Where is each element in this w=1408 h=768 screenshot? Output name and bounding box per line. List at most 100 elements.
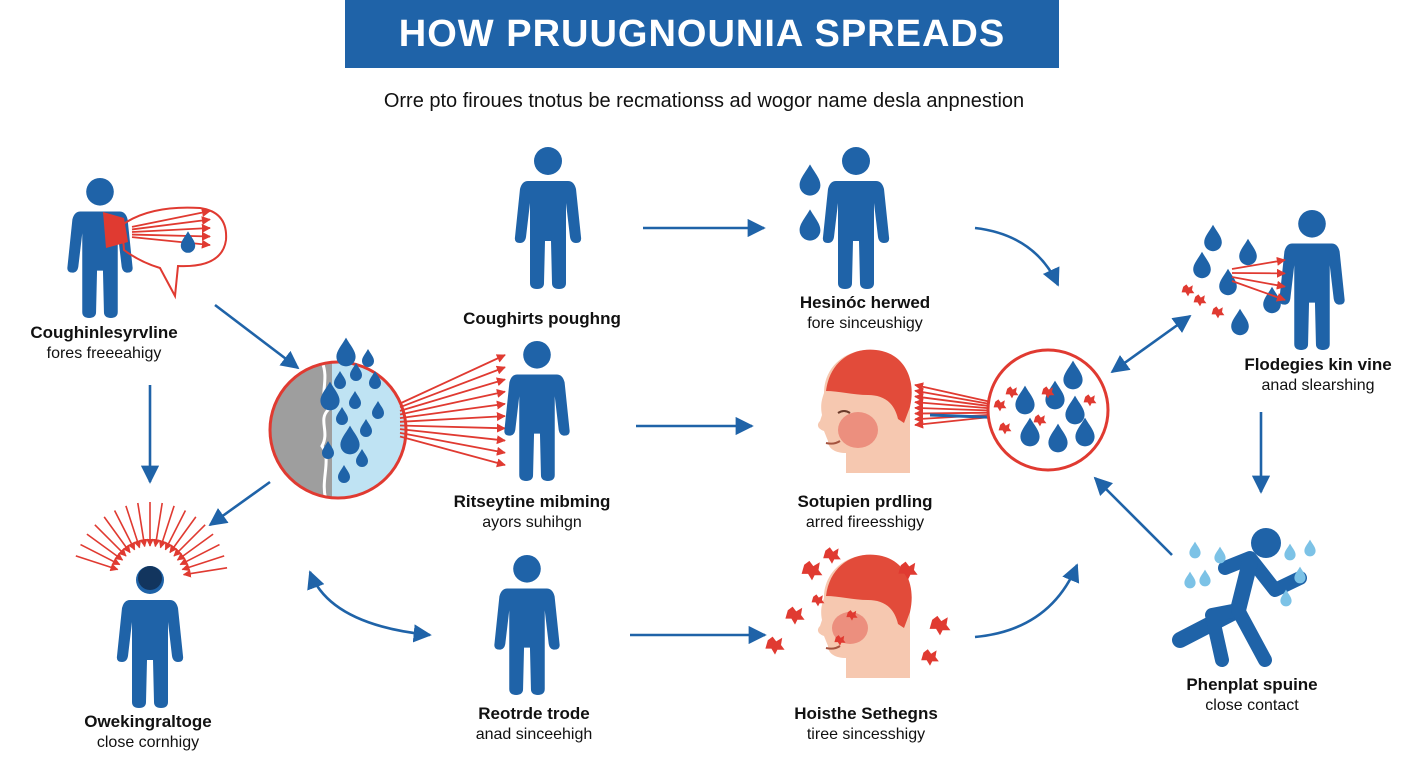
node-caption-flodegies: Flodegies kin vine anad slearshing xyxy=(1198,354,1408,396)
person-icon xyxy=(504,341,570,481)
particle-icon xyxy=(1083,394,1097,407)
particle-icon xyxy=(846,610,858,621)
particle-icon xyxy=(1005,386,1019,399)
splash-icon xyxy=(103,212,128,248)
person-icon xyxy=(494,555,560,695)
lens-face-outline xyxy=(320,362,330,498)
droplet-icon xyxy=(799,164,821,196)
particle-icon xyxy=(823,547,841,564)
node-title: Owekingraltoge xyxy=(84,712,212,731)
title-banner: HOW PRUUGNOUNIA SPREADS xyxy=(345,0,1059,68)
node-caption-hesinoc: Hesinóc herwed fore sinceushigy xyxy=(745,292,985,334)
particle-icon xyxy=(1033,414,1047,427)
rash-icon xyxy=(832,612,868,644)
node-title: Phenplat spuine xyxy=(1186,675,1318,694)
magnifier-lens-icon xyxy=(986,348,1110,472)
node-caption-sotupien: Sotupien prdling arred fireesshigy xyxy=(745,491,985,533)
node-subtitle: anad slearshing xyxy=(1261,377,1375,394)
node-caption-hoisthe: Hoisthe Sethegns tiree sincesshigy xyxy=(746,703,986,745)
droplet-icon xyxy=(334,371,346,389)
droplet-icon xyxy=(320,381,340,411)
droplet-icon xyxy=(1065,395,1085,425)
particle-icon xyxy=(921,649,939,666)
particle-icon xyxy=(811,594,825,607)
droplet-icon xyxy=(1204,224,1222,252)
droplet-icon xyxy=(180,231,196,253)
node-subtitle: close contact xyxy=(1205,697,1299,714)
node-subtitle: fores freeeahigy xyxy=(46,345,162,362)
head-profile-icon xyxy=(817,554,912,678)
particle-arrows xyxy=(914,382,1001,429)
droplet-icon xyxy=(1219,268,1237,296)
person-icon xyxy=(514,147,582,289)
droplet-icon xyxy=(1184,571,1196,589)
particle-icon xyxy=(1193,294,1207,307)
droplet-icon xyxy=(1045,380,1065,410)
node-title: Reotrde trode xyxy=(478,704,590,723)
droplet-icon xyxy=(1304,539,1316,557)
particle-icon xyxy=(929,615,951,636)
running-person-icon xyxy=(1172,528,1307,667)
droplet-icon xyxy=(1294,566,1306,584)
droplet-icon xyxy=(362,349,374,367)
node-caption-ritseytine: Ritseytine mibming ayors suhihgn xyxy=(412,491,652,533)
person-icon xyxy=(1279,210,1345,350)
node-subtitle: anad sinceehigh xyxy=(475,726,593,743)
node-caption-phenplat: Phenplat spuine close contact xyxy=(1132,674,1372,716)
flow-arrow-icon xyxy=(1110,314,1192,374)
particle-icon xyxy=(998,422,1012,435)
node-subtitle: close cornhigy xyxy=(96,734,200,751)
node-title: Ritseytine mibming xyxy=(453,492,611,511)
droplet-icon xyxy=(1231,308,1249,336)
droplet-icon xyxy=(1193,251,1211,279)
droplet-icon xyxy=(1063,360,1083,390)
droplet-icon xyxy=(1263,286,1281,314)
droplet-icon xyxy=(336,407,348,425)
droplet-icon xyxy=(340,425,360,455)
node-subtitle: fore sinceushigy xyxy=(807,315,923,332)
particle-icon xyxy=(1041,386,1055,399)
node-caption-coughs-pough: Coughirts poughng xyxy=(422,308,662,329)
particle-icon xyxy=(898,561,918,580)
droplet-icon xyxy=(336,337,356,367)
droplet-icon xyxy=(338,465,350,483)
flow-arrow-icon xyxy=(974,563,1080,639)
node-title: Hoisthe Sethegns xyxy=(794,704,938,723)
particle-arrows xyxy=(1231,256,1286,302)
particle-arrows xyxy=(399,354,506,468)
droplet-icon xyxy=(1199,569,1211,587)
head-profile-icon xyxy=(817,349,912,473)
node-title: Sotupien prdling xyxy=(797,492,933,511)
droplet-icon xyxy=(1015,385,1035,415)
node-subtitle: tiree sincesshigy xyxy=(806,726,926,743)
droplet-icon xyxy=(1239,238,1257,266)
droplet-icon xyxy=(1280,589,1292,607)
droplet-icon xyxy=(1214,546,1226,564)
cheek-icon xyxy=(838,412,878,448)
droplet-icon xyxy=(1075,417,1095,447)
speech-bubble-icon xyxy=(120,206,228,300)
particle-icon xyxy=(765,636,785,655)
node-title: Hesinóc herwed xyxy=(799,293,931,312)
person-icon xyxy=(822,147,890,289)
particle-icon xyxy=(801,560,823,581)
node-title: Coughirts poughng xyxy=(463,309,621,328)
particle-icon xyxy=(1181,284,1195,297)
node-title: Coughinlesyrvline xyxy=(30,323,178,342)
particle-arrows xyxy=(131,208,211,249)
droplet-icon xyxy=(322,441,334,459)
magnifier-lens-icon xyxy=(270,362,406,498)
magnifier-ring xyxy=(268,360,408,500)
droplet-icon xyxy=(799,209,821,241)
lens-face-shadow xyxy=(270,362,332,498)
node-title: Flodegies kin vine xyxy=(1244,355,1392,374)
droplet-icon xyxy=(349,391,361,409)
droplet-icon xyxy=(1189,541,1201,559)
droplet-icon xyxy=(1284,543,1296,561)
droplet-icon xyxy=(360,419,372,437)
flow-arrow-icon xyxy=(974,226,1060,287)
droplet-icon xyxy=(1048,423,1068,453)
particle-icon xyxy=(1211,306,1225,319)
droplet-icon xyxy=(1020,417,1040,447)
